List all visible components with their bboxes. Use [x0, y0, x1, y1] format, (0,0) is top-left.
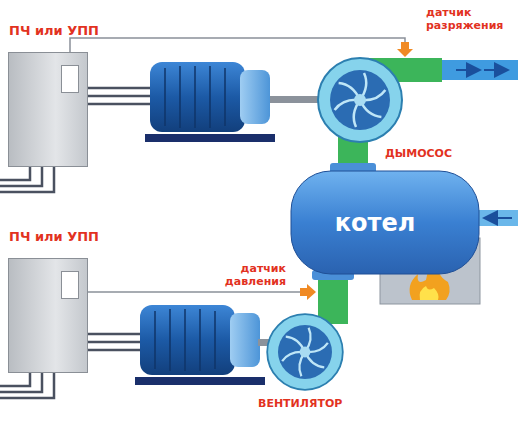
sensor-symbol	[300, 284, 316, 300]
inlet-pipe	[478, 210, 518, 226]
motor	[145, 62, 275, 142]
flue-pipe	[442, 60, 518, 80]
sensor-label: датчик давления	[196, 262, 286, 288]
shaft	[270, 96, 320, 103]
signal-wire	[70, 38, 405, 52]
converter-cabinet: ПЧ или УПП	[8, 52, 88, 167]
motor	[135, 305, 265, 385]
converter-cabinet: ПЧ или УПП	[8, 258, 88, 373]
fan-label: ДЫМОСОС	[385, 147, 495, 160]
display-window	[61, 271, 79, 299]
blower-fan	[267, 314, 343, 390]
converter-heading: ПЧ или УПП	[9, 229, 99, 245]
sensor-label: датчик разряжения	[426, 6, 514, 32]
display-window	[61, 65, 79, 93]
boiler-label: котел	[335, 209, 416, 237]
fan-label: ВЕНТИЛЯТОР	[258, 397, 388, 410]
smoke-exhauster-fan	[318, 58, 402, 142]
converter-heading: ПЧ или УПП	[9, 23, 99, 39]
sensor-symbol	[397, 42, 413, 57]
boiler-shape: котел	[290, 170, 480, 275]
signal-wire	[88, 291, 300, 293]
